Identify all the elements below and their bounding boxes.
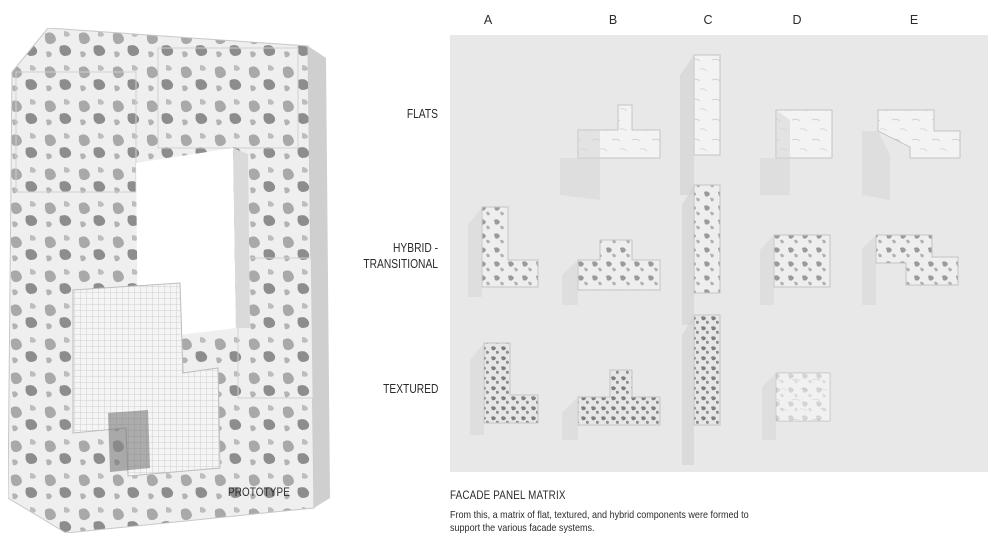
column-header-e: E bbox=[909, 13, 919, 27]
column-header-c: C bbox=[703, 13, 713, 27]
matrix-caption: From this, a matrix of flat, textured, a… bbox=[450, 509, 749, 534]
matrix-title: FACADE PANEL MATRIX bbox=[450, 488, 566, 502]
column-header-d: D bbox=[792, 13, 802, 27]
prototype-illustration bbox=[8, 28, 330, 533]
row-header-textured: TEXTURED bbox=[382, 382, 438, 396]
row-header-flats: FLATS bbox=[406, 107, 438, 121]
column-header-a: A bbox=[483, 13, 493, 27]
matrix-cells bbox=[468, 54, 961, 465]
prototype-label: PROTOTYPE bbox=[228, 485, 290, 499]
column-header-b: B bbox=[608, 13, 618, 27]
row-header-hybrid: HYBRID - TRANSITIONAL bbox=[363, 241, 438, 271]
